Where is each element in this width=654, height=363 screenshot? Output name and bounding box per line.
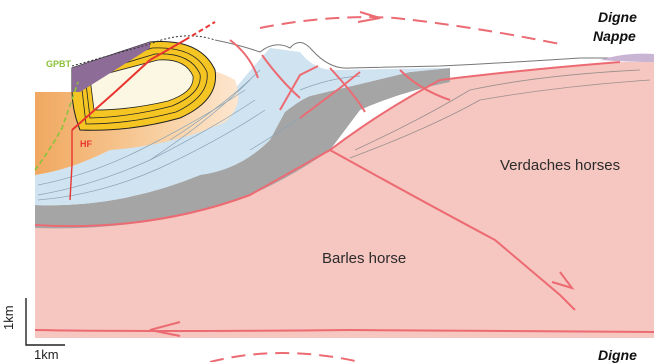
label-hf: HF [80, 140, 92, 149]
transport-arrow-top-head [358, 12, 380, 22]
label-barles: Barles horse [322, 251, 406, 266]
hf-fault-dashed [185, 22, 215, 40]
label-scale-vertical: 1km [2, 305, 15, 330]
label-verdaches: Verdaches horses [500, 158, 620, 173]
transport-arrow-lower-dashed [210, 353, 360, 362]
label-digne-1: Digne [598, 10, 637, 24]
label-nappe: Nappe [593, 29, 636, 43]
digne-nappe-cap [600, 54, 654, 62]
label-scale-horizontal: 1km [34, 348, 59, 361]
label-gpbt: GPBT [46, 60, 71, 69]
label-digne-bottom: Digne [598, 348, 637, 362]
transport-arrow-top [260, 17, 560, 44]
